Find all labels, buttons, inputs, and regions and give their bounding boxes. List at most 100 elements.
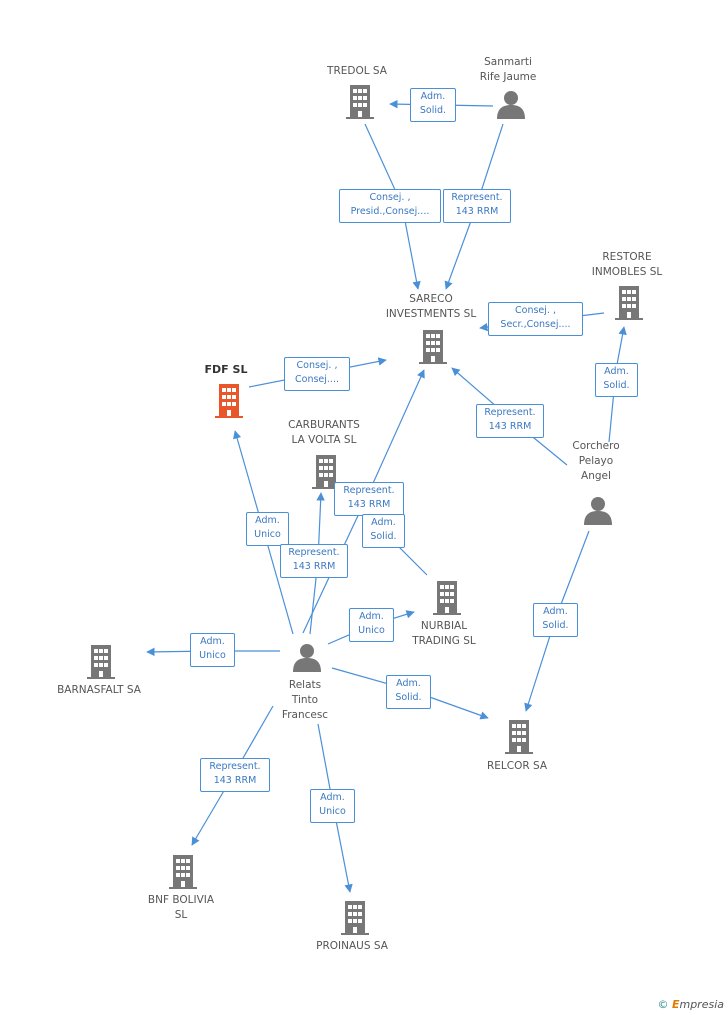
node-label-line: Rife Jaume (479, 71, 537, 83)
edge-label-text: Consej. , (296, 360, 338, 371)
edge-label-text: Presid.,Consej.... (350, 206, 430, 217)
node-label-line: INMOBLES SL (591, 266, 663, 278)
node-label-line: Relats (288, 679, 322, 691)
edge-label-relats-relcor[interactable]: Adm. Solid. (386, 675, 431, 709)
edge-label-text: Solid. (395, 692, 422, 703)
edge-label-text: 143 RRM (213, 775, 257, 786)
edge-label-restore-sareco[interactable]: Consej. , Secr.,Consej.... (488, 302, 583, 336)
node-label-tredol[interactable]: TREDOL SA (327, 64, 387, 79)
edge-label-text: Solid. (542, 620, 569, 631)
edge-label-relats-proinaus[interactable]: Adm. Unico (310, 789, 355, 823)
edge-label-sanmarti-sareco[interactable]: Represent. 143 RRM (443, 189, 511, 223)
edge-label-text: 143 RRM (455, 206, 499, 217)
edge-label-text: Adm. (396, 678, 421, 689)
node-label-barnasfalt[interactable]: BARNASFALT SA (57, 683, 141, 698)
edge-label-corchero-sareco[interactable]: Represent. 143 RRM (476, 404, 544, 438)
node-label-line: Tinto (291, 694, 319, 706)
node-label-line: Sanmarti (484, 56, 532, 68)
edge-label-fdf-sareco[interactable]: Consej. , Consej.... (284, 357, 350, 391)
copyright-symbol: © (657, 998, 669, 1011)
node-label-line: SARECO (409, 293, 453, 305)
node-label-proinaus[interactable]: PROINAUS SA (316, 939, 388, 954)
node-label-fdf[interactable]: FDF SL (205, 362, 248, 377)
edge-label-text: Adm. (200, 636, 225, 647)
edge-label-nurbial-carburants[interactable]: Adm. Solid. (362, 514, 405, 548)
node-label-carburants[interactable]: CARBURANTS LA VOLTA SL (288, 418, 360, 448)
node-label-restore[interactable]: RESTORE INMOBLES SL (592, 250, 662, 280)
edge-label-text: Unico (358, 625, 385, 636)
node-label-sareco[interactable]: SARECO INVESTMENTS SL (386, 292, 476, 322)
node-label-line: Pelayo (578, 455, 614, 467)
edge-label-text: 143 RRM (292, 561, 336, 572)
edge-label-corchero-relcor[interactable]: Adm. Solid. (533, 603, 578, 637)
edge-label-text: Consej.... (295, 374, 339, 385)
node-label-line: Corchero (572, 440, 620, 452)
building-icon-tredol[interactable] (346, 85, 374, 119)
node-label-line: CARBURANTS (288, 419, 360, 431)
edge-label-text: Solid. (370, 531, 397, 542)
edge-label-text: 143 RRM (488, 421, 532, 432)
edge-label-sanmarti-tredol[interactable]: Adm. Solid. (410, 88, 456, 122)
edge-label-text: Adm. (420, 91, 446, 102)
node-label-line: BNF BOLIVIA (147, 894, 215, 906)
edge-label-relats-carburants[interactable]: Represent. 143 RRM (280, 544, 348, 578)
edge-label-text: Adm. (320, 792, 345, 803)
node-label-line: INVESTMENTS SL (385, 308, 477, 320)
edge-label-text: Represent. (288, 547, 340, 558)
edge-label-text: Represent. (209, 761, 261, 772)
node-label-line: BARNASFALT SA (57, 684, 141, 696)
node-label-nurbial[interactable]: NURBIAL TRADING SL (412, 619, 476, 649)
node-label-line: Angel (581, 470, 611, 482)
node-label-line: SL (174, 909, 188, 921)
edge-label-text: Unico (254, 529, 281, 540)
edge-label-relats-bnf[interactable]: Represent. 143 RRM (200, 758, 270, 792)
node-label-line: PROINAUS SA (316, 940, 388, 952)
edge-label-text: Adm. (371, 517, 396, 528)
building-icon-proinaus[interactable] (341, 901, 369, 935)
edge-label-text: Solid. (603, 380, 630, 391)
person-icon-sanmarti[interactable] (496, 89, 526, 119)
node-label-line: TREDOL SA (327, 65, 387, 77)
edge-label-text: Represent. (451, 192, 503, 203)
building-icon-restore[interactable] (615, 286, 643, 320)
building-icon-bnf[interactable] (169, 855, 197, 889)
edge-label-text: Consej. , (515, 305, 556, 316)
person-icon-relats[interactable] (292, 642, 322, 672)
edge-label-text: Unico (319, 806, 346, 817)
node-label-line: NURBIAL (420, 620, 468, 632)
building-icon-fdf[interactable] (215, 384, 243, 418)
edge-label-text: Consej. , (369, 192, 411, 203)
edge-label-text: Adm. (255, 515, 280, 526)
edge-label-tredol-sareco[interactable]: Consej. , Presid.,Consej.... (339, 189, 441, 223)
copyright-footer: © Empresia (657, 998, 724, 1011)
node-label-bnf[interactable]: BNF BOLIVIA SL (148, 893, 214, 923)
node-label-line: Francesc (281, 709, 329, 721)
edge-label-text: Secr.,Consej.... (500, 319, 571, 330)
node-label-line: TRADING SL (412, 635, 476, 647)
node-label-line: RELCOR SA (486, 760, 548, 772)
edge-label-relats-barnasfalt[interactable]: Adm. Unico (190, 633, 235, 667)
edge-label-corchero-restore[interactable]: Adm. Solid. (595, 363, 638, 397)
edge-label-text: Represent. (484, 407, 536, 418)
person-icon-corchero[interactable] (583, 495, 613, 525)
node-label-relcor[interactable]: RELCOR SA (487, 759, 547, 774)
building-icon-sareco[interactable] (419, 330, 447, 364)
edge-label-text: Adm. (543, 606, 568, 617)
edge-label-relats-sareco[interactable]: Represent.143 RRM (334, 482, 404, 516)
node-label-line: RESTORE (602, 251, 652, 263)
edge-label-relats-nurbial[interactable]: Adm.Unico (349, 608, 394, 642)
edge-label-text: Unico (199, 650, 226, 661)
building-icon-nurbial[interactable] (433, 581, 461, 615)
brand-name: mpresia (679, 998, 724, 1011)
node-label-line: LA VOLTA SL (291, 434, 357, 446)
edge-label-text: Represent. (343, 485, 395, 496)
edge-label-relats-fdf[interactable]: Adm. Unico (246, 512, 289, 546)
edge-label-text: Adm. (604, 366, 629, 377)
node-label-line: FDF SL (204, 363, 248, 376)
building-icon-barnasfalt[interactable] (87, 645, 115, 679)
edge-label-text: Solid. (419, 105, 447, 116)
building-icon-relcor[interactable] (505, 720, 533, 754)
